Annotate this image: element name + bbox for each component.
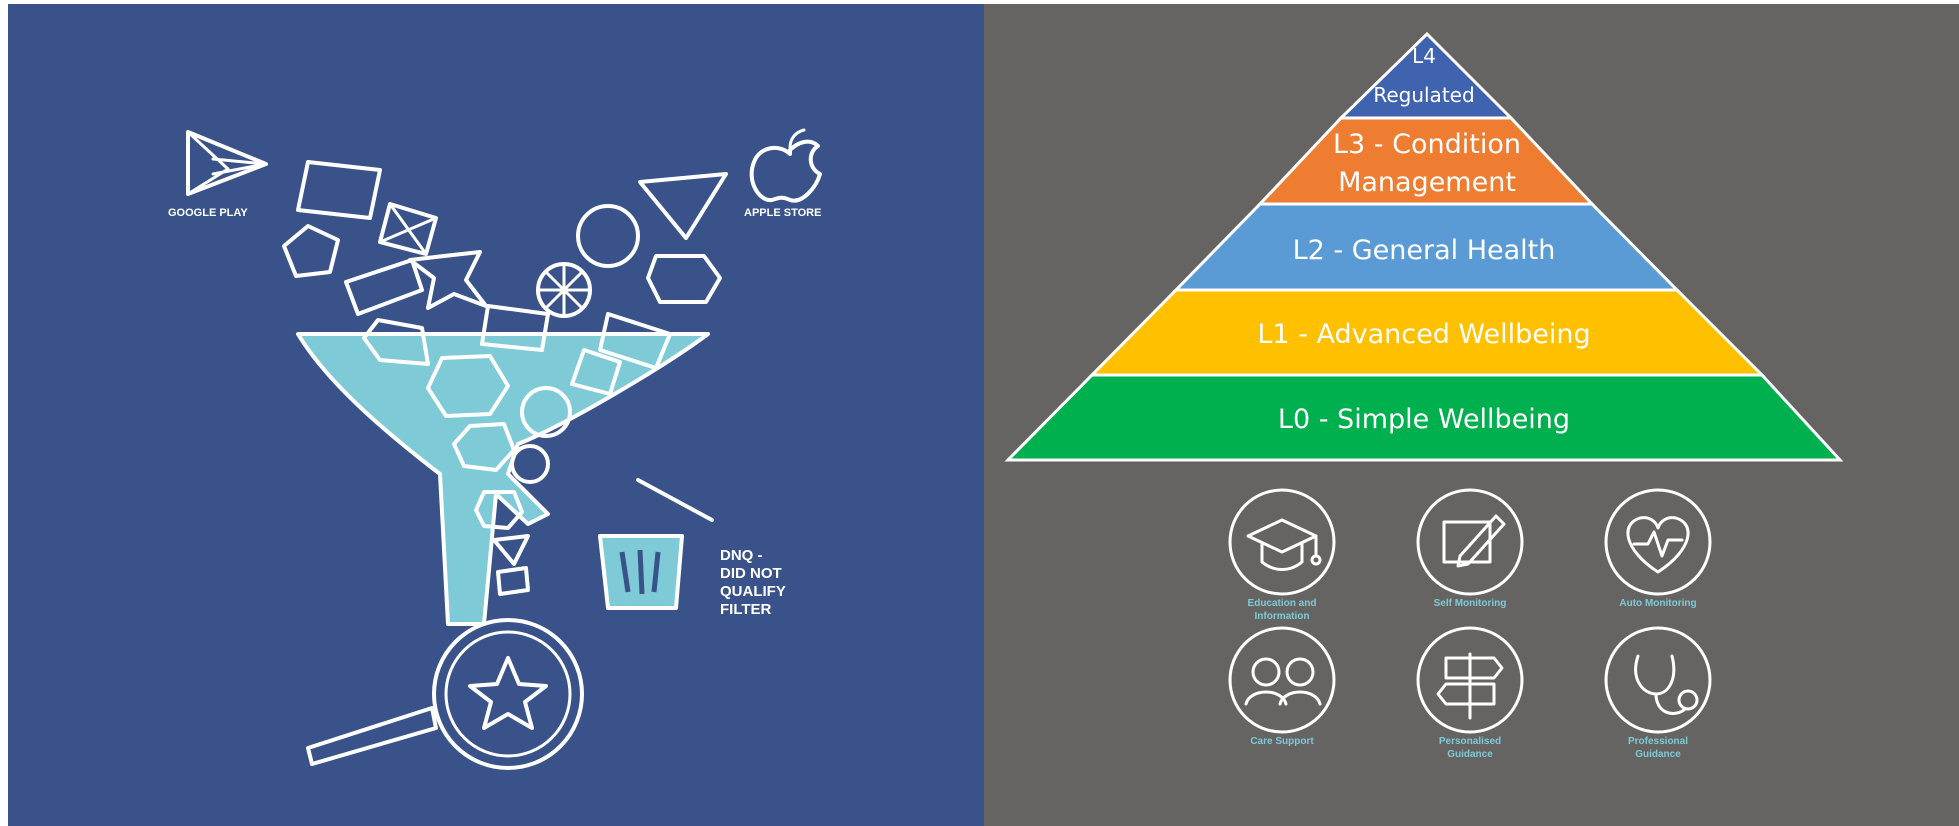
- service-label-auto-monitoring: Auto Monitoring: [1619, 598, 1696, 609]
- funnel-square-top: [480, 304, 550, 352]
- funnel-illustration: GOOGLE PLAY APPLE STORE: [168, 128, 822, 770]
- square-shape: [296, 160, 382, 220]
- pentagon-shape: [282, 224, 340, 278]
- funnel-hexagon-top: [362, 318, 430, 366]
- heart-pulse-icon: [1604, 488, 1712, 596]
- service-label-professional-line1: Professional: [1628, 736, 1688, 747]
- google-play-icon: [186, 130, 268, 196]
- trash-bin-icon: [598, 478, 714, 610]
- service-label-professional-line2: Guidance: [1635, 749, 1681, 760]
- people-icon: [1228, 626, 1336, 734]
- funnel-circle: [520, 386, 572, 438]
- hexagon-shape: [646, 254, 722, 304]
- pyramid-label-l3-line2: Management: [1338, 167, 1516, 198]
- funnel-rectangle-top: [598, 312, 672, 370]
- svg-text:QUALIFY: QUALIFY: [720, 583, 786, 600]
- pyramid-label-l1: L1 - Advanced Wellbeing: [1257, 319, 1590, 350]
- pyramid-label-l3-line1: L3 - Condition: [1333, 129, 1521, 160]
- funnel-hexagon: [426, 354, 510, 418]
- pencil-form-icon: [1416, 488, 1524, 596]
- svg-text:DNQ -: DNQ -: [720, 547, 763, 564]
- falling-app-shapes: [282, 160, 728, 318]
- service-label-personalised-line1: Personalised: [1439, 736, 1501, 747]
- funnel-heptagon: [452, 422, 516, 472]
- funnel-panel: GOOGLE PLAY APPLE STORE: [8, 4, 984, 826]
- apple-icon: [749, 128, 822, 203]
- funnel-small-hexagon: [474, 490, 524, 530]
- funnel-diamond: [570, 348, 622, 396]
- pyramid-panel: L4 Regulated L3 - Condition Management L…: [984, 4, 1959, 826]
- pyramid-label-l4-line2: Regulated: [1373, 83, 1474, 107]
- rectangle-shape: [344, 258, 424, 316]
- funnel: [296, 304, 710, 626]
- pyramid-label-l4-line1: L4: [1412, 44, 1436, 68]
- dnq-label: DNQ - DID NOT QUALIFY FILTER: [720, 547, 786, 618]
- funnel-small-triangle: [492, 534, 530, 566]
- google-play-label: GOOGLE PLAY: [168, 207, 248, 219]
- funnel-small-circle: [510, 444, 550, 484]
- service-label-care-support: Care Support: [1250, 736, 1314, 747]
- signpost-icon: [1416, 626, 1524, 734]
- pyramid-label-l2: L2 - General Health: [1293, 235, 1556, 266]
- pyramid-label-l0: L0 - Simple Wellbeing: [1278, 404, 1570, 435]
- circle-shape: [576, 204, 640, 268]
- pyramid-diagram: L4 Regulated L3 - Condition Management L…: [1004, 31, 1844, 760]
- svg-text:FILTER: FILTER: [720, 601, 772, 618]
- service-label-self-monitoring: Self Monitoring: [1434, 598, 1507, 609]
- magnifying-glass-icon: [306, 618, 584, 770]
- service-label-education-line1: Education and: [1248, 598, 1317, 609]
- service-label-personalised-line2: Guidance: [1447, 749, 1493, 760]
- stethoscope-icon: [1604, 626, 1712, 734]
- apple-store-label: APPLE STORE: [744, 207, 821, 219]
- pyramid-level-l0: [1004, 373, 1844, 462]
- svg-text:DID NOT: DID NOT: [720, 565, 782, 582]
- star-shape: [408, 250, 488, 310]
- service-label-education-line2: Information: [1255, 611, 1310, 622]
- funnel-small-square: [496, 566, 530, 596]
- graduation-cap-icon: [1228, 488, 1336, 596]
- triangle-shape: [638, 172, 728, 240]
